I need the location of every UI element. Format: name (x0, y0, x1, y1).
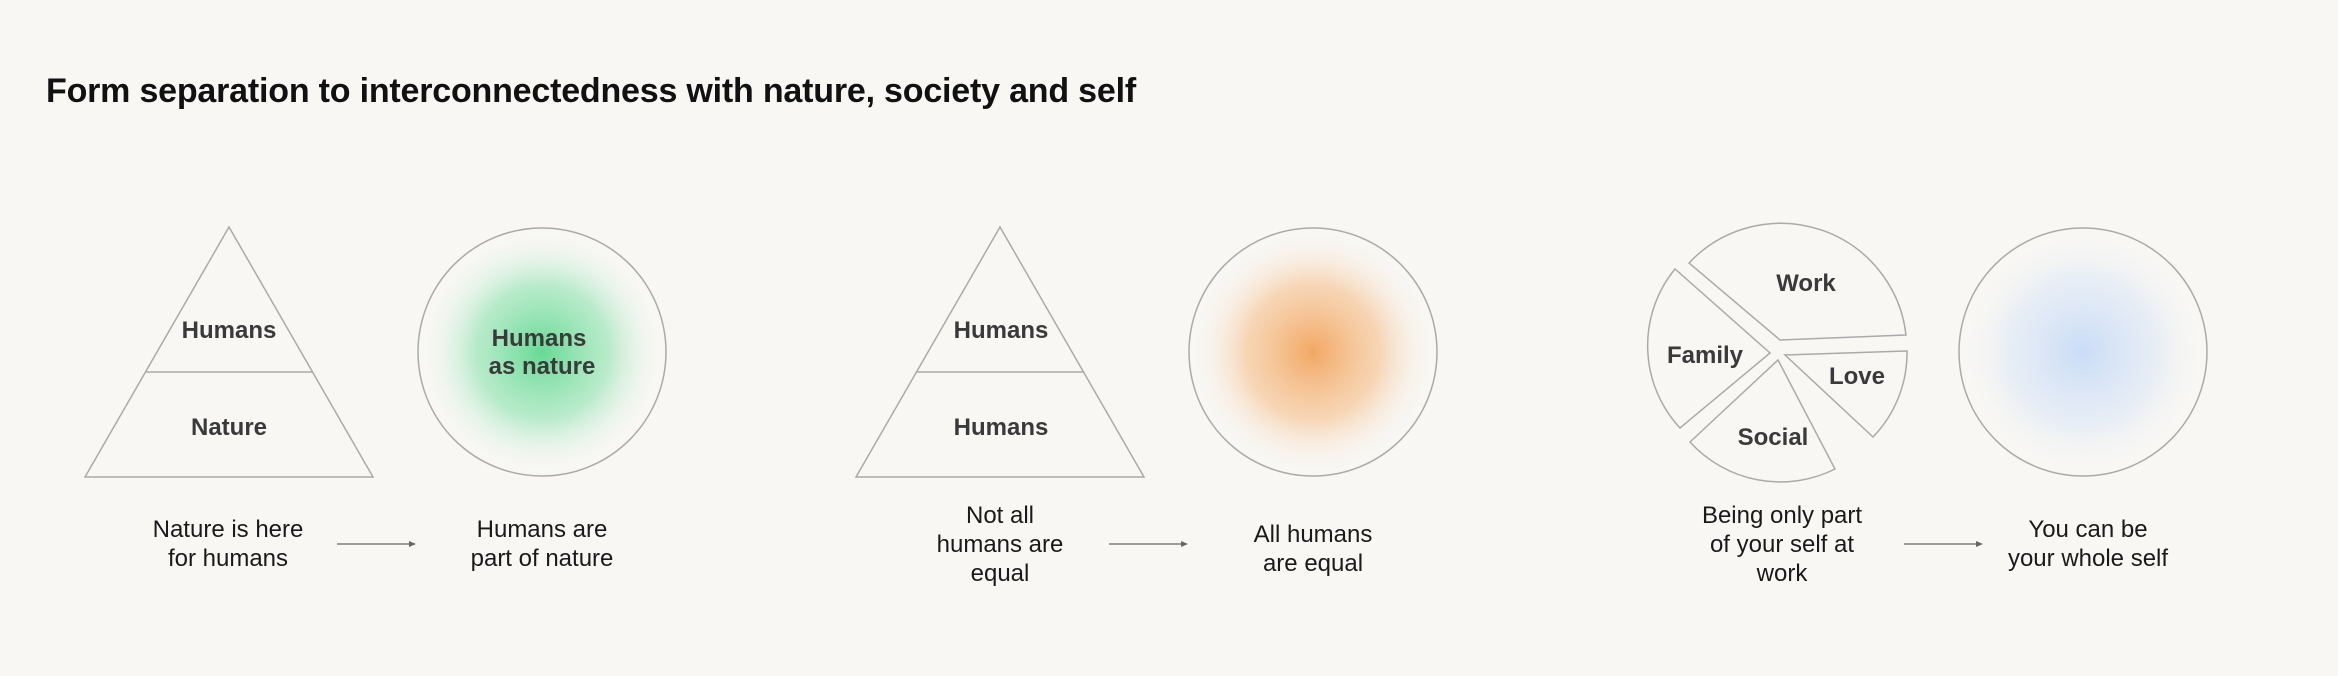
pie-segment-work (1687, 222, 1907, 341)
caption-humans-part: Humans are part of nature (470, 516, 614, 572)
pie-label-family: Family (1667, 342, 1744, 369)
caption-nature-here: Nature is here for humans (152, 516, 304, 572)
circle-2 (1188, 227, 1438, 477)
pie-segment-family (1646, 267, 1772, 430)
arrow-3-head (1976, 541, 1983, 547)
circle-1-label-line1: Humans (492, 325, 587, 352)
caption-not-equal: Not all humans are equal (936, 502, 1064, 587)
pie-segments (1646, 222, 1908, 483)
group-1: Humans Nature Humans as nature (83, 225, 667, 547)
arrow-2-head (1181, 541, 1188, 547)
caption-part-self: Being only part of your self at work (1701, 502, 1863, 587)
pyramid-1: Humans Nature (83, 225, 375, 478)
pie-label-social: Social (1738, 424, 1809, 451)
pyramid-2-bottom-label: Humans (954, 414, 1049, 441)
group-3: Work Family Love Social (1646, 222, 2208, 547)
pie-label-work: Work (1776, 270, 1836, 297)
arrow-1-head (409, 541, 416, 547)
circle-1-label-line2: as nature (489, 353, 596, 380)
page-title: Form separation to interconnectedness wi… (46, 72, 1136, 110)
circle-1: Humans as nature (417, 227, 667, 477)
pie-label-love: Love (1829, 363, 1885, 390)
group-2: Humans Humans (854, 225, 1438, 547)
caption-whole-self: You can be your whole self (2007, 516, 2169, 572)
pie-segment-social (1688, 358, 1837, 483)
pyramid-1-top-label: Humans (182, 317, 277, 344)
caption-all-equal: All humans are equal (1253, 521, 1373, 577)
pyramid-1-bottom-label: Nature (191, 414, 267, 441)
pyramid-2-top-label: Humans (954, 317, 1049, 344)
circle-3 (1958, 227, 2208, 477)
pie-segment-love (1783, 350, 1908, 439)
pyramid-2: Humans Humans (854, 225, 1146, 478)
